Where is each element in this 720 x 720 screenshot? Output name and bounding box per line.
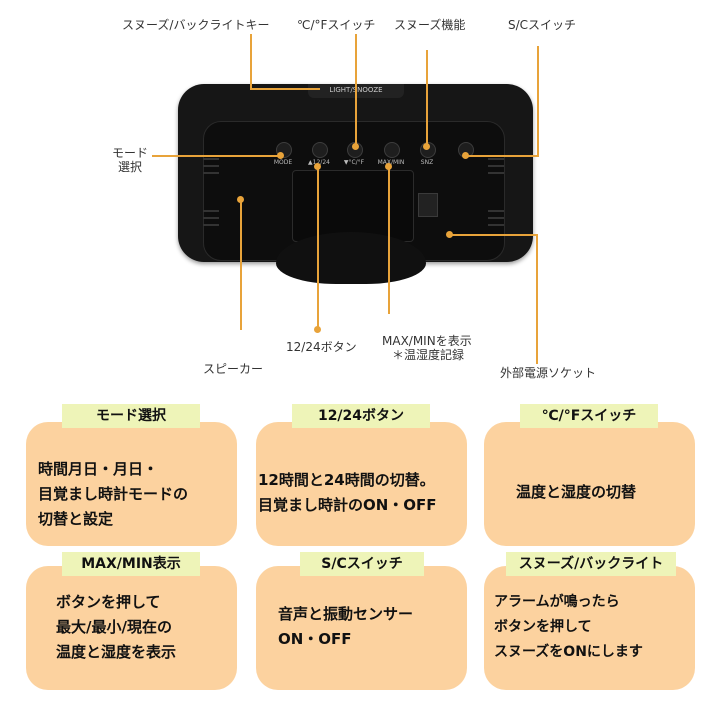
callout-dot xyxy=(446,231,453,238)
card-cf-switch xyxy=(484,422,695,546)
card-body: 音声と振動センサー ON・OFF xyxy=(278,602,413,652)
vent-slot xyxy=(203,210,219,212)
callout-dot xyxy=(462,152,469,159)
callout-dot xyxy=(314,163,321,170)
card-line: アラームが鳴ったら xyxy=(494,594,620,610)
callout-line xyxy=(466,155,539,157)
vent-slot xyxy=(203,172,219,174)
card-title: スヌーズ/バックライト xyxy=(506,552,676,576)
sc-slide-switch[interactable] xyxy=(418,193,438,217)
vent-slot xyxy=(203,224,219,226)
callout-line xyxy=(426,50,428,146)
label-speaker: スピーカー xyxy=(203,362,264,376)
device-stand xyxy=(276,232,426,284)
card-line: 目覚まし時計モードの xyxy=(38,485,189,503)
card-line: スヌーズをONにします xyxy=(494,644,643,660)
callout-line xyxy=(355,34,357,146)
vent-slot xyxy=(203,217,219,219)
card-title: ℃/°Fスイッチ xyxy=(520,404,658,428)
card-body: 温度と湿度の切替 xyxy=(516,480,636,505)
vent-slot xyxy=(203,158,219,160)
callout-line xyxy=(537,46,539,156)
label-12-24-button: 12/24ボタン xyxy=(286,340,357,354)
mode-button-label: MODE xyxy=(273,159,293,166)
callout-line xyxy=(250,88,320,90)
callout-dot xyxy=(277,152,284,159)
card-body: ボタンを押して 最大/最小/現在の 温度と湿度を表示 xyxy=(56,590,176,665)
card-line: 12時間と24時間の切替。 xyxy=(258,471,435,489)
card-body: アラームが鳴ったら ボタンを押して スヌーズをONにします xyxy=(494,590,643,665)
card-line: 最大/最小/現在の xyxy=(56,618,172,636)
label-sc-switch: S/Cスイッチ xyxy=(508,18,577,32)
card-line: ON・OFF xyxy=(278,630,352,648)
card-title: 12/24ボタン xyxy=(292,404,430,428)
cf-button-label: ▼°C/°F xyxy=(343,159,365,166)
card-line: 温度と湿度の切替 xyxy=(516,483,637,501)
label-snooze-backlight-key: スヌーズ/バックライトキー xyxy=(122,18,270,32)
card-line: 音声と振動センサー xyxy=(278,605,414,623)
card-title: S/Cスイッチ xyxy=(300,552,424,576)
callout-dot xyxy=(352,143,359,150)
vent-slot xyxy=(203,165,219,167)
maxmin-button[interactable] xyxy=(384,142,400,158)
label-external-power: 外部電源ソケット xyxy=(500,366,597,380)
vent-slot xyxy=(488,165,504,167)
card-line: 目覚まし時計のON・OFF xyxy=(258,496,437,514)
vent-slot xyxy=(488,224,504,226)
label-maxmin-2: ＊温湿度記録 xyxy=(392,348,465,362)
vent-slot xyxy=(488,172,504,174)
card-line: ボタンを押して xyxy=(56,593,161,611)
maxmin-button-label: MAX/MIN xyxy=(377,159,405,166)
vent-slot xyxy=(488,210,504,212)
callout-line xyxy=(388,168,390,314)
callout-line xyxy=(448,234,538,236)
card-body: 12時間と24時間の切替。 目覚まし時計のON・OFF xyxy=(258,468,437,518)
vent-slot xyxy=(488,217,504,219)
card-maxmin xyxy=(26,566,237,690)
card-snooze-backlight xyxy=(484,566,695,690)
card-mode-select xyxy=(26,422,237,546)
callout-dot xyxy=(423,143,430,150)
card-12-24-button xyxy=(256,422,467,546)
callout-dot xyxy=(314,326,321,333)
vent-slot xyxy=(488,158,504,160)
card-line: 温度と湿度を表示 xyxy=(56,643,177,661)
btn-12-24-label: ▲12/24 xyxy=(299,159,339,166)
card-title: MAX/MIN表示 xyxy=(62,552,200,576)
card-line: ボタンを押して xyxy=(494,619,592,635)
card-line: 切替と設定 xyxy=(38,510,114,528)
label-mode-select-1: モード xyxy=(112,146,149,160)
callout-line xyxy=(152,155,280,157)
callout-line xyxy=(317,168,319,330)
callout-dot xyxy=(237,196,244,203)
label-snooze-function: スヌーズ機能 xyxy=(394,18,466,32)
label-maxmin-1: MAX/MINを表示 xyxy=(382,334,472,348)
callout-line xyxy=(250,34,252,88)
btn-12-24[interactable] xyxy=(312,142,328,158)
callout-dot xyxy=(385,163,392,170)
callout-line xyxy=(536,234,538,364)
card-line: 時間月日・月日・ xyxy=(38,460,159,478)
card-title: モード選択 xyxy=(62,404,200,428)
card-body: 時間月日・月日・ 目覚まし時計モードの 切替と設定 xyxy=(38,457,188,532)
callout-line xyxy=(240,200,242,330)
label-mode-select-2: 選択 xyxy=(118,160,143,174)
card-sc-switch xyxy=(256,566,467,690)
battery-cover xyxy=(292,170,414,242)
snooze-button-label: SNZ xyxy=(420,159,434,166)
label-cf-switch: ℃/°Fスイッチ xyxy=(297,18,376,32)
